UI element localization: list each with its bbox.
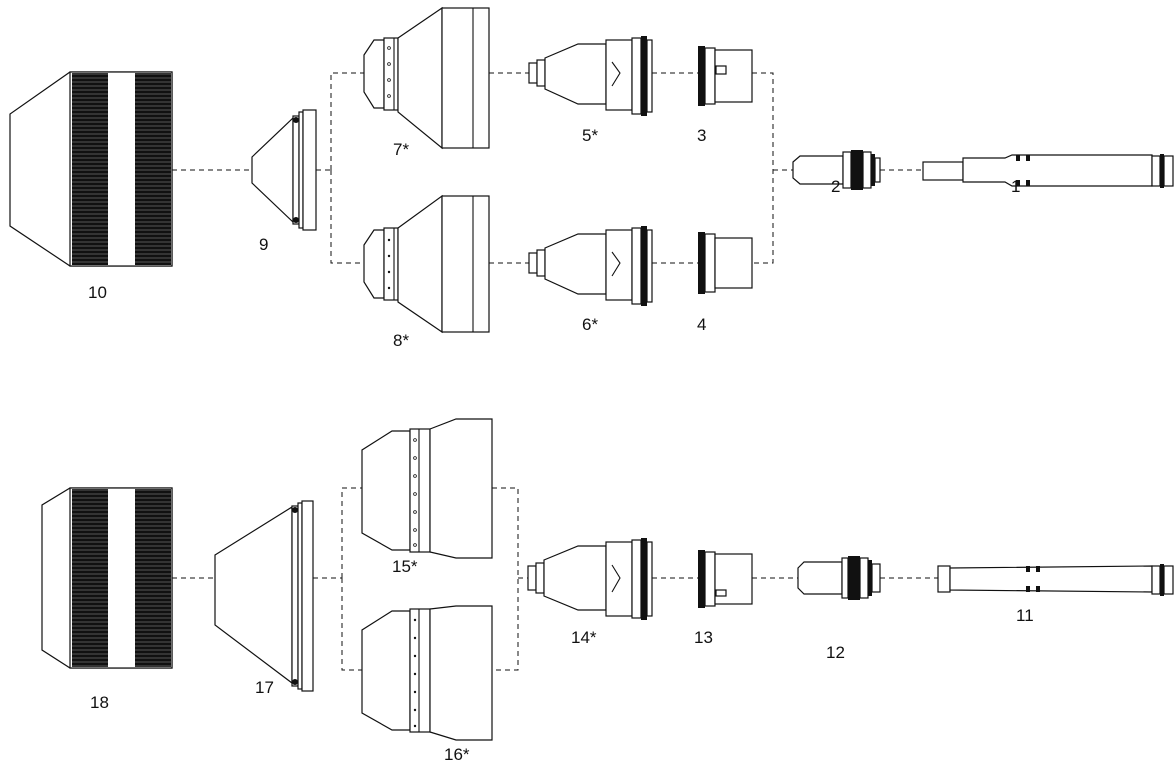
label-part-2: 2 [831,177,840,196]
top-connector-lines [172,72,923,264]
label-part-7: 7* [393,140,409,159]
bottom-assembly [41,418,1174,741]
part-7-shield [363,6,490,150]
part-16-shield [361,605,493,741]
part-14-nozzle [527,538,653,620]
part-15-shield [361,418,493,559]
label-part-16: 16* [444,745,470,764]
part-6-nozzle [528,226,653,306]
part-2-electrode [792,150,881,190]
part-18-shield-cap [41,487,173,669]
part-3-swirl-ring [698,46,753,106]
part-13-swirl-ring [698,550,753,608]
label-part-15: 15* [392,557,418,576]
label-part-1: 1 [1011,177,1020,196]
part-12-electrode [797,556,881,600]
part-1-torch-body [922,154,1174,188]
label-part-5: 5* [582,126,598,145]
part-5-nozzle [528,36,653,116]
label-part-17: 17 [255,678,274,697]
label-part-9: 9 [259,235,268,254]
part-17-retaining-cap [214,500,314,692]
label-part-13: 13 [694,628,713,647]
part-11-torch-body [937,564,1174,596]
label-part-10: 10 [88,283,107,302]
part-9-retaining-cap [251,109,317,231]
label-part-8: 8* [393,331,409,350]
part-10-shield-cap [9,71,173,267]
label-part-4: 4 [697,315,706,334]
part-4-swirl-ring [698,232,753,294]
label-part-6: 6* [582,315,598,334]
part-labels: 1 2 3 4 5* 6* 7* 8* 9 10 11 12 13 14* 15… [88,126,1034,764]
top-assembly [9,6,1174,334]
part-8-shield [363,194,490,334]
label-part-11: 11 [1016,606,1034,625]
bottom-connector-lines [172,487,938,671]
label-part-14: 14* [571,628,597,647]
label-part-18: 18 [90,693,109,712]
label-part-12: 12 [826,643,845,662]
label-part-3: 3 [697,126,706,145]
